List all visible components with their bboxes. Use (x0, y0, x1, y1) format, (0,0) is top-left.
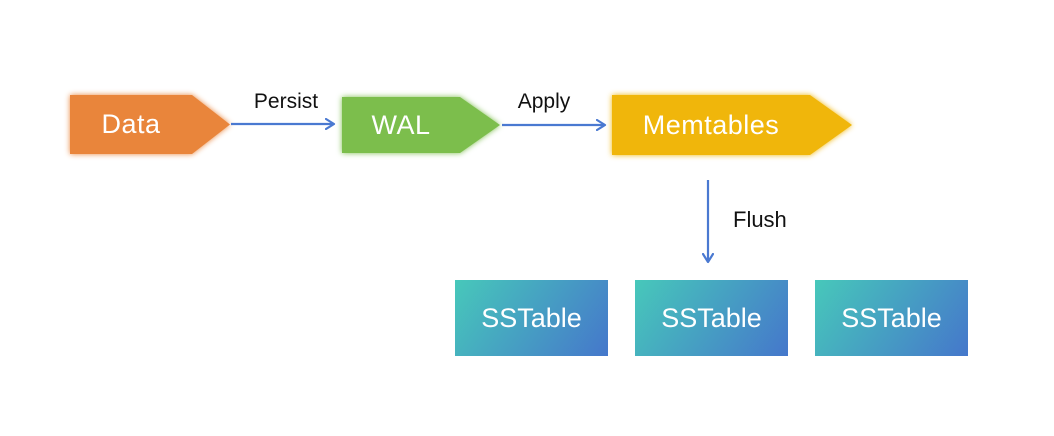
node-sstable-3-label: SSTable (841, 302, 942, 333)
persist-edge-label: Persist (253, 90, 319, 113)
node-sstable-1-label: SSTable (481, 302, 582, 333)
flush-arrow (698, 180, 718, 270)
node-data-label: Data (101, 109, 161, 139)
persist-arrow (231, 114, 348, 134)
node-sstable-2-label: SSTable (661, 302, 762, 333)
node-sstable-3: SSTable (815, 280, 968, 356)
node-memtables-label: Memtables (642, 109, 780, 140)
node-wal: WAL (342, 97, 500, 153)
apply-arrow (502, 115, 618, 135)
node-wal-label: WAL (371, 109, 431, 140)
node-data: Data (70, 95, 230, 154)
apply-edge-label: Apply (517, 90, 571, 113)
wal-chevron-shape: WAL (342, 97, 500, 153)
memtables-chevron-shape: Memtables (612, 95, 852, 155)
node-memtables: Memtables (612, 95, 852, 155)
flush-edge-label: Flush (733, 207, 787, 232)
node-sstable-1: SSTable (455, 280, 608, 356)
node-sstable-2: SSTable (635, 280, 788, 356)
data-chevron-shape: Data (70, 95, 230, 154)
